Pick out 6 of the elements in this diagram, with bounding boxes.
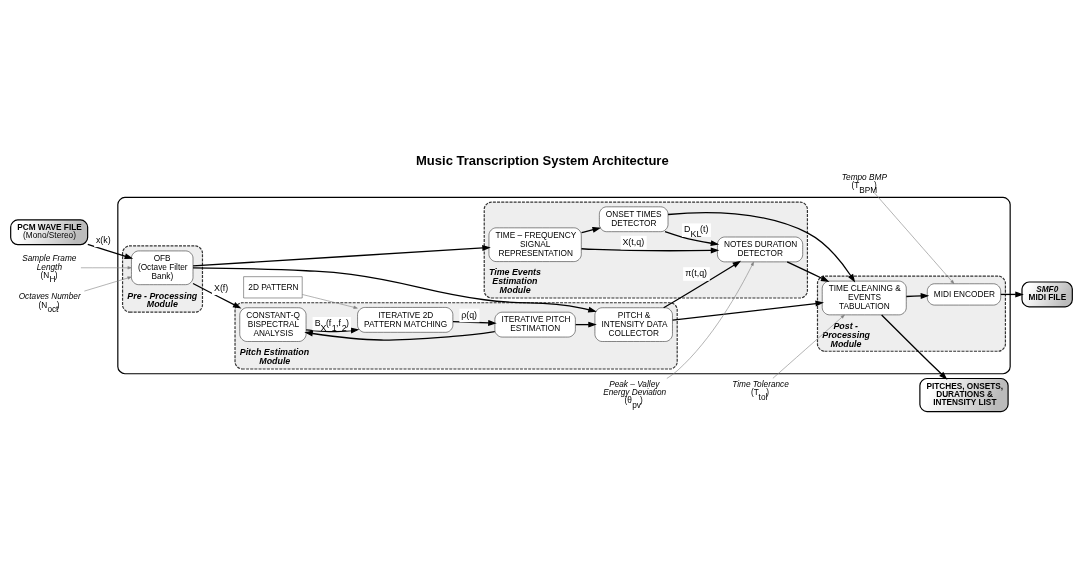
edge-label: ρ(q) [461,309,478,320]
edge-label: x(k) [95,234,111,245]
edge-label: X(f) [214,282,229,293]
edge-label: π(t,q) [685,268,708,279]
diagram-title: Music Transcription System Architecture [416,152,669,168]
edge-label: X(t,q) [622,237,645,247]
